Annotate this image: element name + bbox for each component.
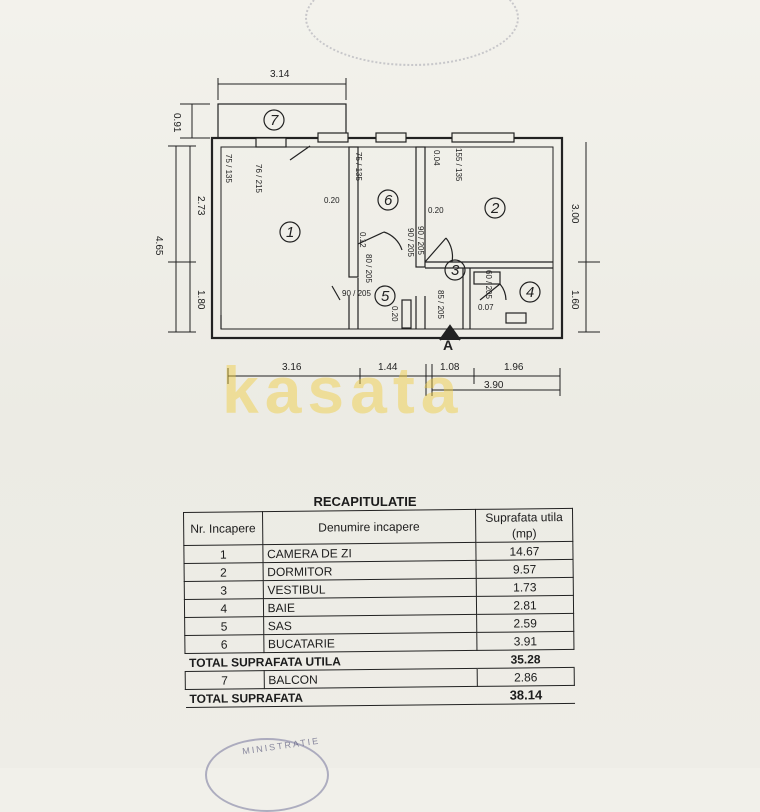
dim-bottom-2: 1.44 [378, 362, 398, 373]
balcony-name: BALCON [263, 668, 478, 689]
dim-height-upper: 2.73 [195, 196, 206, 216]
balcony-nr: 7 [185, 670, 264, 690]
room-number-7: 7 [270, 112, 279, 129]
sink-fixture [505, 312, 527, 324]
room-number-6: 6 [384, 192, 393, 209]
row-area: 1.73 [476, 577, 574, 597]
room-7-circle [263, 109, 285, 131]
row-area: 2.59 [476, 613, 574, 633]
row-name: BAIE [263, 596, 477, 617]
floor-plan: 3.14 0.91 4.65 2.73 1.80 3.00 1.60 3.16 … [153, 69, 600, 396]
row-name: DORMITOR [262, 560, 477, 581]
label-door-room3: 85 / 205 [436, 290, 445, 319]
room-3-circle [444, 259, 466, 281]
dim-bottom-1: 3.16 [282, 362, 302, 373]
label-window-room2: 155 / 135 [454, 148, 463, 182]
entrance-label: A [443, 337, 453, 353]
dim-right-upper: 3.00 [569, 204, 580, 224]
recap-header-row: Nr. Incapere Denumire incapere Suprafata… [183, 508, 573, 546]
row-name: VESTIBUL [262, 578, 477, 599]
label-door-room4: 60 / 205 [484, 270, 493, 299]
row-nr: 1 [183, 544, 263, 564]
balcony-area: 2.86 [477, 667, 575, 687]
dim-bottom-4: 1.96 [504, 362, 524, 373]
recap-title: RECAPITULATIE [313, 494, 417, 509]
row-nr: 4 [184, 598, 264, 618]
bath-fixture [473, 271, 501, 285]
label-door-room2: 90 / 205 [416, 226, 425, 255]
window-balcony [317, 132, 349, 143]
duct-niche [401, 299, 412, 329]
row-name: BUCATARIE [263, 632, 477, 653]
label-wall-r1: 0.20 [324, 196, 340, 205]
total-value: 38.14 [477, 685, 575, 705]
row-nr: 2 [184, 562, 263, 582]
room-4-circle [519, 281, 541, 303]
label-wall-r2: 0.20 [428, 206, 444, 215]
dim-bottom-3: 1.08 [440, 362, 460, 373]
label-door-room5-left: 90 / 205 [342, 289, 371, 298]
row-nr: 5 [184, 616, 264, 636]
row-area: 3.91 [476, 631, 574, 651]
door-swing-room2 [424, 237, 454, 263]
label-niche: 0.12 [358, 232, 367, 248]
wall-r6-r2 [415, 146, 426, 268]
header-area: Suprafata utila (mp) [475, 508, 573, 543]
total-row: TOTAL SUPRAFATA 38.14 [185, 685, 575, 708]
window-room1 [255, 137, 287, 148]
row-nr: 6 [184, 634, 264, 654]
dim-balcony-depth: 0.91 [171, 113, 182, 133]
room-6-circle [377, 189, 399, 211]
room-number-3: 3 [451, 262, 460, 279]
row-name: CAMERA DE ZI [262, 542, 477, 563]
window-room6 [375, 132, 407, 143]
door-swing-room6 [357, 231, 403, 251]
label-door-room5-right: 80 / 205 [364, 254, 373, 283]
dimension-lines [168, 78, 600, 396]
wall-r1-r6 [348, 146, 359, 278]
dim-right-lower: 1.60 [569, 290, 580, 310]
row-name: SAS [263, 614, 477, 635]
row-area: 14.67 [475, 541, 574, 561]
dim-height-lower: 1.80 [195, 290, 206, 310]
room-2-circle [484, 197, 506, 219]
watermark-text: kasata [222, 353, 464, 427]
total-label: TOTAL SUPRAFATA [185, 686, 478, 708]
inner-walls [220, 146, 554, 330]
dim-height-total: 4.65 [153, 236, 164, 256]
door-swing-room5 [331, 285, 341, 301]
label-window-room1-b: 76 / 215 [254, 164, 263, 193]
row-area: 9.57 [476, 559, 574, 579]
room-number-2: 2 [490, 200, 500, 217]
label-wall-r5: 0.20 [390, 306, 399, 322]
outer-walls [210, 136, 564, 340]
total-useful-value: 35.28 [476, 649, 575, 669]
label-door-room6: 90 / 205 [406, 228, 415, 257]
label-wall-r4: 0.07 [478, 303, 494, 312]
header-name: Denumire incapere [262, 509, 476, 545]
room-1-circle [279, 221, 301, 243]
entrance-arrow [439, 324, 461, 341]
row-nr: 3 [184, 580, 264, 600]
door-swing-balcony [289, 145, 311, 161]
row-area: 2.81 [476, 595, 574, 615]
header-nr: Nr. Incapere [183, 511, 263, 546]
label-window-room1-a: 75 / 135 [224, 154, 233, 183]
room-5-circle [374, 285, 396, 307]
room-number-4: 4 [526, 284, 534, 301]
label-window-room6: 75 / 135 [354, 152, 363, 181]
label-wall-r2-top: 0.04 [432, 150, 441, 166]
recap-table: Nr. Incapere Denumire incapere Suprafata… [183, 508, 575, 708]
room-number-5: 5 [381, 288, 390, 305]
dim-overall-width: 3.14 [270, 69, 290, 80]
room-number-1: 1 [286, 224, 294, 241]
dim-bottom-total: 3.90 [484, 380, 504, 391]
window-room2 [451, 132, 515, 143]
